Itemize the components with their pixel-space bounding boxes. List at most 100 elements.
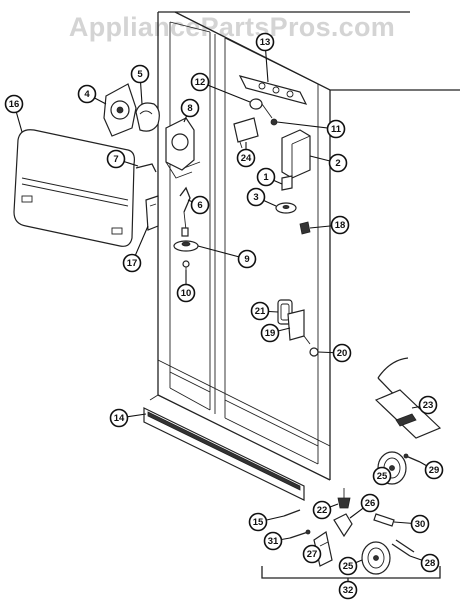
callout-number: 2 xyxy=(335,158,340,169)
part-2-control-box xyxy=(281,129,311,179)
callout-30: 30 xyxy=(410,514,430,534)
callout-number: 12 xyxy=(195,77,206,88)
callout-number: 8 xyxy=(187,103,192,114)
callout-circle xyxy=(372,466,392,486)
callout-9: 9 xyxy=(237,249,257,269)
callout-circle xyxy=(328,153,348,173)
callout-number: 17 xyxy=(127,258,138,269)
callout-4: 4 xyxy=(77,84,97,104)
callout-circle xyxy=(237,249,257,269)
callout-circle xyxy=(176,283,196,303)
callout-19: 19 xyxy=(260,323,280,343)
part-3-knob xyxy=(275,202,297,214)
callout-number: 25 xyxy=(377,471,388,482)
part-23-rail xyxy=(374,357,442,439)
callout-8: 8 xyxy=(180,98,200,118)
callout-circle xyxy=(263,531,283,551)
callout-circle xyxy=(180,98,200,118)
callout-24: 24 xyxy=(236,148,256,168)
callout-25: 25 xyxy=(338,556,358,576)
callout-26: 26 xyxy=(360,493,380,513)
callout-13: 13 xyxy=(255,32,275,52)
part-16-panel xyxy=(13,129,135,247)
callout-number: 13 xyxy=(260,37,271,48)
callout-circle xyxy=(338,580,358,600)
part-30-pin xyxy=(373,513,395,527)
callout-number: 4 xyxy=(84,89,90,100)
part-21-19-20-assembly xyxy=(277,299,319,357)
callout-2: 2 xyxy=(328,153,348,173)
callout-18: 18 xyxy=(330,215,350,235)
part-7-bracket xyxy=(135,163,157,173)
part-13-board xyxy=(238,75,308,105)
part-8-fan-housing xyxy=(165,117,201,179)
callout-12: 12 xyxy=(190,72,210,92)
part-28-pin xyxy=(391,539,415,557)
callout-circle xyxy=(236,148,256,168)
callout-labels: 1234567891011121314151617181920212223242… xyxy=(4,32,444,600)
callout-number: 14 xyxy=(114,413,125,424)
callout-21: 21 xyxy=(250,301,270,321)
callout-circle xyxy=(190,195,210,215)
callout-20: 20 xyxy=(332,343,352,363)
callout-16: 16 xyxy=(4,94,24,114)
part-17-clip xyxy=(145,195,159,231)
part-12-11-light xyxy=(249,98,278,126)
callout-number: 20 xyxy=(337,348,348,359)
callout-circle xyxy=(312,500,332,520)
callout-number: 27 xyxy=(307,549,318,560)
callout-10: 10 xyxy=(176,283,196,303)
callout-circle xyxy=(77,84,97,104)
callout-number: 6 xyxy=(197,200,202,211)
callout-circle xyxy=(248,512,268,532)
callout-circle xyxy=(332,343,352,363)
callout-25: 25 xyxy=(372,466,392,486)
callout-number: 28 xyxy=(425,558,436,569)
callout-circle xyxy=(122,253,142,273)
callout-circle xyxy=(326,119,346,139)
callout-number: 15 xyxy=(253,517,264,528)
callout-number: 11 xyxy=(331,124,342,135)
callout-number: 32 xyxy=(343,585,354,596)
callout-circle xyxy=(418,395,438,415)
part-26-bracket xyxy=(333,513,353,538)
callout-circle xyxy=(106,149,126,169)
callout-14: 14 xyxy=(109,408,129,428)
part-4-5-motor xyxy=(103,83,160,137)
callout-circle xyxy=(260,323,280,343)
callout-number: 10 xyxy=(181,288,192,299)
callout-number: 1 xyxy=(263,172,269,183)
callout-circle xyxy=(338,556,358,576)
part-31-bolt xyxy=(289,529,311,539)
callout-number: 3 xyxy=(253,192,258,203)
part-22-screw xyxy=(337,488,351,509)
callout-circle xyxy=(4,94,24,114)
callout-number: 19 xyxy=(265,328,276,339)
callout-circle xyxy=(330,215,350,235)
callout-number: 30 xyxy=(415,519,426,530)
watermark-text: AppliancePartsPros.com xyxy=(69,12,395,42)
callout-circle xyxy=(424,460,444,480)
callout-number: 22 xyxy=(317,505,328,516)
callout-circle xyxy=(420,553,440,573)
callout-number: 25 xyxy=(343,561,354,572)
callout-6: 6 xyxy=(190,195,210,215)
leader-line-11 xyxy=(276,121,337,130)
callout-29: 29 xyxy=(424,460,444,480)
callout-circle xyxy=(256,167,276,187)
callout-22: 22 xyxy=(312,500,332,520)
callout-number: 23 xyxy=(423,400,434,411)
callout-circle xyxy=(130,64,150,84)
callout-number: 5 xyxy=(137,69,143,80)
cabinet-drawing xyxy=(149,11,460,481)
callout-number: 21 xyxy=(255,306,266,317)
part-14-grille xyxy=(143,407,305,501)
callout-circle xyxy=(250,301,270,321)
part-18-part xyxy=(299,221,311,235)
callout-27: 27 xyxy=(302,544,322,564)
callout-circle xyxy=(109,408,129,428)
callout-number: 18 xyxy=(335,220,346,231)
callout-11: 11 xyxy=(326,119,346,139)
callout-15: 15 xyxy=(248,512,268,532)
